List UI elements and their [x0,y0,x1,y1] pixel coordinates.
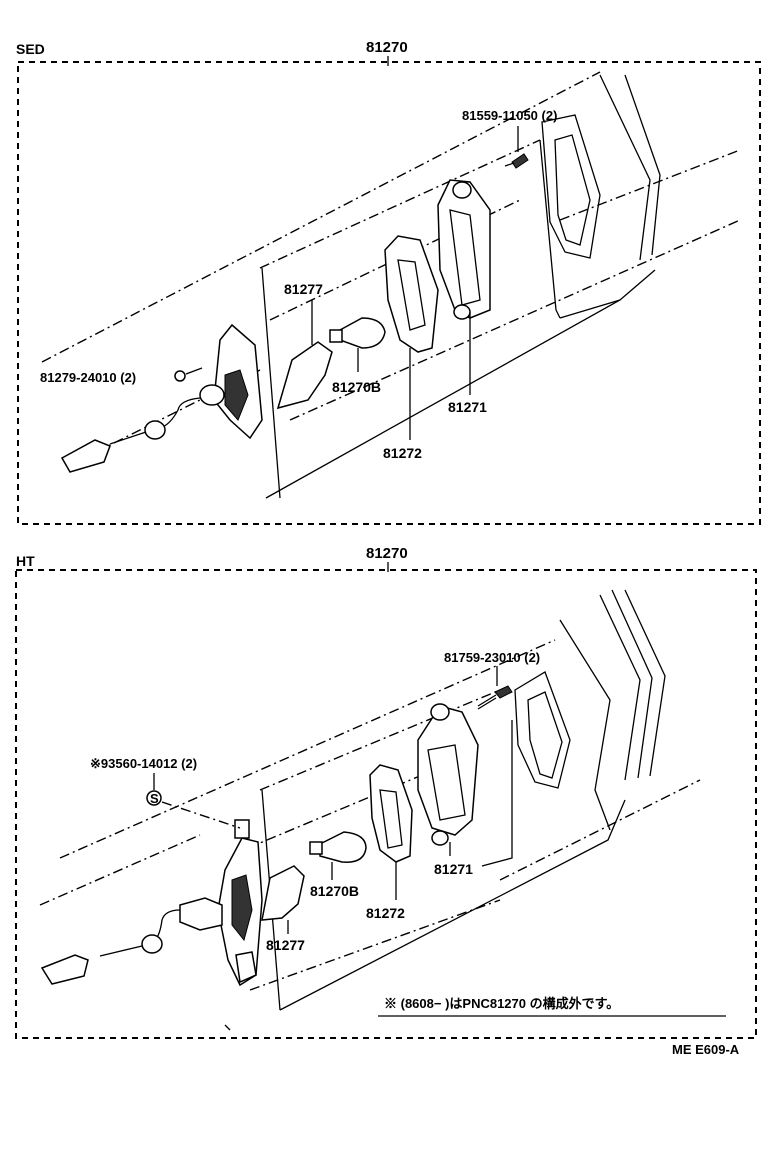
ht-callout-lens: 81271 [434,861,473,877]
ht-callout-screw-top: 81759-23010 (2) [444,650,540,665]
ht-tag: HT [16,553,35,569]
sed-lens-81271 [437,179,491,395]
sed-frame [17,61,761,525]
sed-socket-housing [60,323,263,473]
ht-callout-bulb: 81270B [310,883,359,899]
sed-screw-top [504,126,529,169]
ht-bulb-81270b [309,831,367,880]
diagram-code: ME E609-A [672,1042,740,1057]
svg-text:S: S [150,791,159,806]
sed-screw-left [174,367,203,382]
ht-screw-top [477,666,513,710]
sed-callout-screw-top: 81559-11050 (2) [462,108,557,123]
ht-car-body [39,589,701,1031]
ht-nut: S [146,773,241,829]
sed-callout-gasket: 81272 [383,445,422,461]
ht-frame [15,569,757,1039]
ht-cover-81277 [261,865,305,934]
ht-footnote: ※ (8608− )はPNC81270 の構成外です。 [384,996,619,1011]
sed-callout-lens: 81271 [448,399,487,415]
sed-callout-cover: 81277 [284,281,323,297]
sed-bulb-81270b [329,317,386,372]
ht-callout-cover: 81277 [266,937,305,953]
sed-callout-bulb: 81270B [332,379,381,395]
sed-cover-81277 [276,300,333,410]
sed-tag: SED [16,41,45,57]
ht-lens-81271 [417,703,513,867]
sed-callout-screw-left: 81279-24010 (2) [40,370,136,385]
sed-section: SED 81270 81559-11050 (2) [16,39,761,525]
ht-gasket-81272 [369,764,413,900]
ht-callout-gasket: 81272 [366,905,405,921]
ht-socket-housing [40,819,263,987]
sed-assembly-number: 81270 [366,39,408,56]
ht-section: HT 81270 81759-23 [15,545,757,1039]
sed-gasket-81272 [384,235,439,440]
ht-callout-nut: ※93560-14012 (2) [90,756,197,771]
ht-assembly-number: 81270 [366,545,408,562]
sed-car-body [41,71,741,499]
